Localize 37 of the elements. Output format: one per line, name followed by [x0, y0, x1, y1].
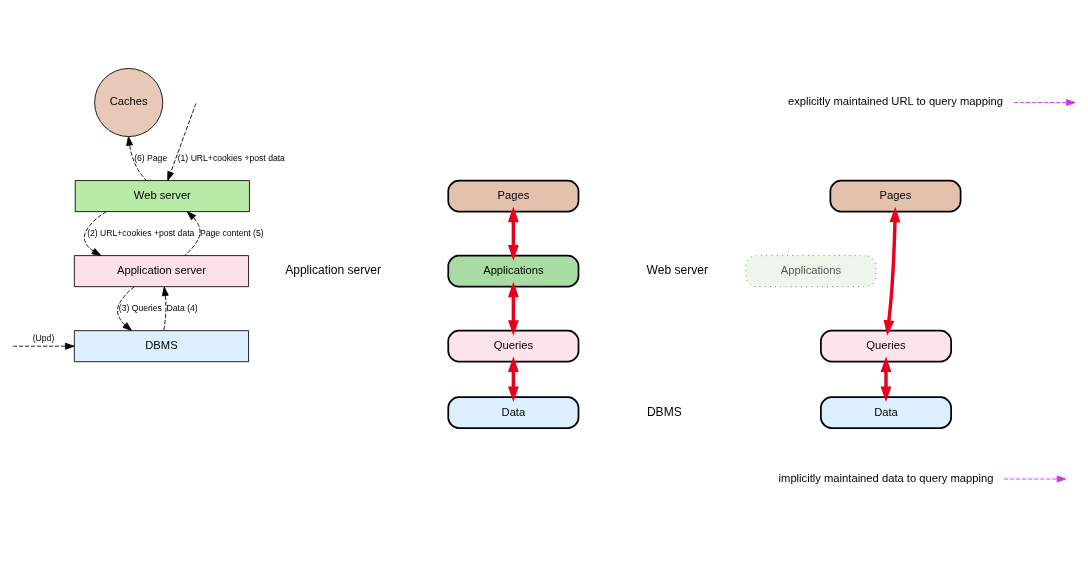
node-circle: Caches	[94, 67, 164, 137]
edge-label: (1) URL+cookies +post data	[177, 152, 285, 163]
node-box: DBMS	[73, 329, 249, 362]
node-box: Pages	[829, 179, 962, 212]
node-box: Queries	[820, 329, 952, 363]
arrow	[507, 281, 519, 336]
edge-label: (2) URL+cookies +post data	[87, 227, 195, 238]
arrow	[1003, 475, 1067, 482]
arrow	[880, 356, 892, 402]
arrow	[1013, 98, 1076, 106]
edge-label: Data (4)	[166, 302, 198, 313]
node-box: Applications	[745, 254, 877, 287]
node-box: Applications	[447, 254, 580, 288]
arrow	[161, 286, 169, 331]
label: Web server	[646, 262, 708, 277]
node-text: implicitly maintained data to query mapping	[778, 471, 994, 484]
arrow	[184, 210, 201, 256]
edge-label: (Upd)	[32, 332, 55, 343]
arrow	[12, 342, 75, 350]
edge-label: Page content (5)	[199, 227, 264, 238]
node-text: explicitly maintained URL to query mapping	[787, 94, 1004, 107]
arrow	[883, 206, 901, 336]
node-box: Queries	[447, 329, 580, 363]
node-box: Data	[820, 395, 952, 429]
edge-label: (3) Queries	[118, 302, 162, 313]
arrow	[83, 210, 107, 256]
node-box: Application server	[73, 254, 249, 287]
node-box: Pages	[447, 179, 580, 212]
label: Application server	[285, 262, 382, 277]
arrow	[126, 135, 147, 181]
arrow	[167, 102, 197, 181]
node-box: Web server	[74, 179, 250, 212]
arrow	[117, 285, 135, 331]
arrow	[507, 206, 519, 261]
node-box: Data	[447, 395, 580, 429]
label: DBMS	[646, 404, 682, 419]
edge-label: (6) Page	[134, 152, 168, 163]
